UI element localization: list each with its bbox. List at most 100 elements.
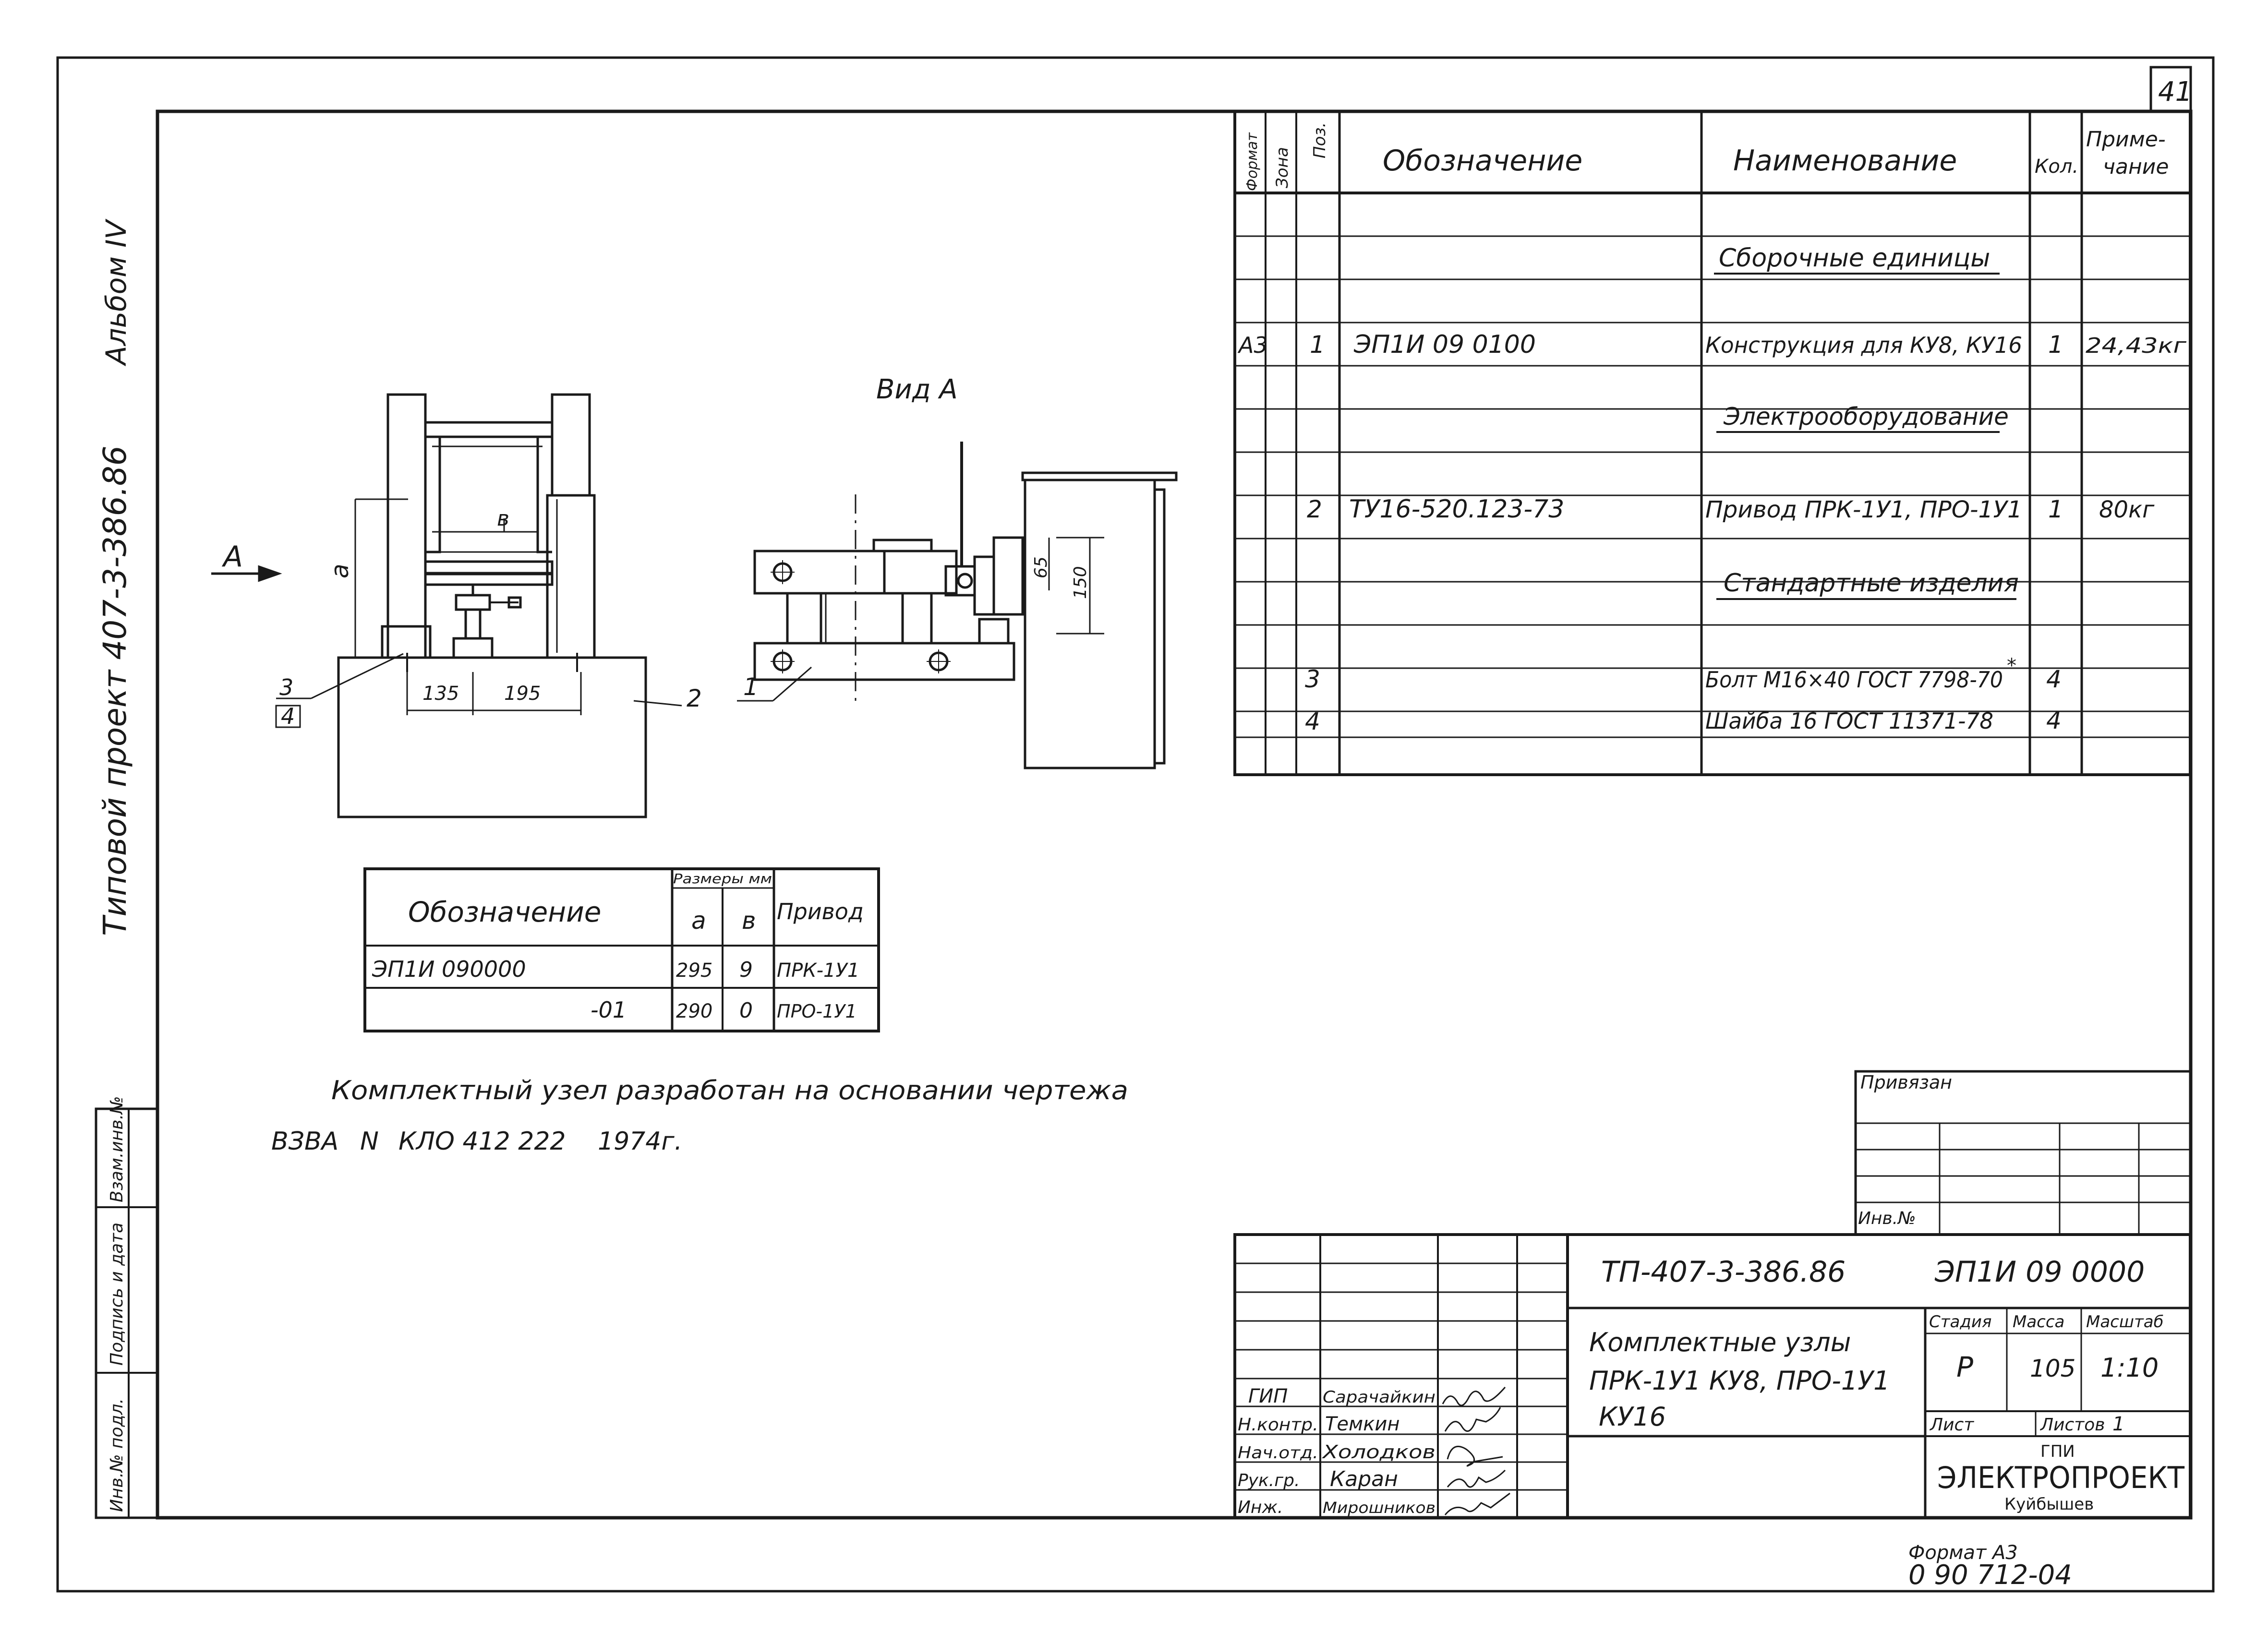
- spec-section-electrical: Электрооборудование: [1723, 403, 2009, 431]
- doc-title-line-3: КУ16: [1599, 1402, 1666, 1432]
- spec-header-designation: Обозначение: [1383, 144, 1582, 178]
- name-rukgr: Каран: [1330, 1467, 1398, 1491]
- spec-header-note-1: Приме-: [2086, 127, 2166, 152]
- spec-row1-qty: 1: [2048, 331, 2063, 359]
- org-city: Куйбышев: [2004, 1495, 2094, 1514]
- callout-1: 1: [743, 673, 759, 701]
- spec-row1-format: А3: [1237, 332, 1268, 358]
- var-header-b: в: [742, 907, 756, 935]
- doc-code: ТП-407-3-386.86: [1601, 1255, 1846, 1289]
- margin-stamp-box: Взам.инв.№ Подпись и дата Инв.№ подл.: [95, 1096, 159, 1519]
- doc-title-line-2: ПРК-1У1 КУ8, ПРО-1У1: [1589, 1366, 1890, 1396]
- var-header-a: а: [691, 907, 706, 935]
- spec-row3-qty: 4: [2046, 665, 2062, 693]
- stage-value: Р: [1956, 1351, 1973, 1383]
- var-row1-drive: ПРК-1У1: [777, 960, 859, 982]
- specification-table: [1233, 110, 2192, 776]
- spec-header-pos: Поз.: [1310, 122, 1329, 158]
- name-nachotd: Холодков: [1322, 1441, 1436, 1463]
- org-gpi: ГПИ: [2040, 1442, 2075, 1461]
- var-header-designation: Обозначение: [408, 896, 601, 928]
- spec-header-zone: Зона: [1273, 147, 1292, 188]
- note-line-1: Комплектный узел разработан на основании…: [331, 1075, 1128, 1105]
- outer-border: [56, 56, 2215, 1593]
- var-row1-a: 295: [676, 960, 712, 982]
- tied-label: Привязан: [1860, 1072, 1952, 1093]
- doc-number: ЭП1И 09 0000: [1934, 1255, 2145, 1289]
- spec-row3-pos: 3: [1305, 665, 1320, 693]
- margin-album-label: Альбом IV: [100, 218, 133, 367]
- scale-value: 1:10: [2100, 1353, 2159, 1383]
- role-rukgr: Рук.гр.: [1238, 1471, 1300, 1490]
- var-row2-designation: -01: [591, 997, 627, 1023]
- dim-150-label: 150: [1071, 566, 1090, 599]
- spec-row2-pos: 2: [1307, 495, 1322, 523]
- spec-row2-name: Привод ПРК-1У1, ПРО-1У1: [1705, 496, 2022, 523]
- sheets-value: 1: [2112, 1413, 2124, 1435]
- var-header-drive: Привод: [777, 899, 864, 924]
- spec-section-standard: Стандартные изделия: [1724, 569, 2019, 598]
- spec-header-note-2: чание: [2103, 155, 2169, 179]
- spec-header-name: Наименование: [1733, 144, 1957, 178]
- name-gip: Сарачайкин: [1323, 1388, 1436, 1407]
- role-nachotd: Нач.отд.: [1238, 1443, 1318, 1463]
- spec-row4-qty: 4: [2046, 707, 2062, 734]
- name-nkontr: Темкин: [1325, 1413, 1400, 1435]
- tied-inv-label: Инв.№: [1858, 1209, 1916, 1228]
- spec-row1-designation: ЭП1И 09 0100: [1353, 330, 1536, 359]
- title-block: [1233, 1233, 2192, 1519]
- spec-row3-mark: *: [2007, 655, 2016, 677]
- signatures: [1442, 1387, 1510, 1515]
- var-row2-a: 290: [676, 1000, 712, 1022]
- name-inzh: Мирошников: [1323, 1499, 1436, 1517]
- var-row1-designation: ЭП1И 090000: [372, 956, 526, 982]
- footer-code: 0 90 712-04: [1908, 1560, 2072, 1591]
- dim-195-label: 195: [504, 683, 541, 705]
- footer-format: Формат А3: [1908, 1542, 2018, 1564]
- view-a: [737, 442, 1178, 769]
- margin-project-title: Типовой проект 407-3-386.86: [97, 445, 133, 936]
- var-row2-drive: ПРО-1У1: [777, 1001, 857, 1022]
- spec-row3-name: Болт М16×40 ГОСТ 7798-70: [1705, 667, 2003, 693]
- dim-65-label: 65: [1031, 556, 1051, 578]
- role-nkontr: Н.контр.: [1238, 1415, 1318, 1435]
- role-inzh: Инж.: [1238, 1498, 1283, 1517]
- sheets-header: Листов: [2039, 1415, 2105, 1435]
- note-line-2d: 1974г.: [598, 1127, 682, 1156]
- spec-header-format: Формат: [1244, 132, 1261, 191]
- mass-header: Масса: [2013, 1312, 2064, 1332]
- var-row1-b: 9: [739, 958, 753, 982]
- callout-3: 3: [279, 674, 293, 700]
- spec-row2-qty: 1: [2048, 495, 2063, 523]
- dim-b-label: в: [497, 506, 509, 531]
- spec-row2-designation: ТУ16-520.123-73: [1349, 495, 1564, 524]
- stage-header: Стадия: [1929, 1312, 1991, 1332]
- spec-row1-pos: 1: [1310, 331, 1325, 359]
- note-line-2b: N: [360, 1127, 379, 1156]
- dim-135-label: 135: [422, 683, 459, 705]
- callout-4: 4: [281, 703, 295, 729]
- callout-2: 2: [687, 684, 702, 712]
- var-row2-b: 0: [739, 998, 753, 1023]
- margin-inv-podl: Инв.№ подл.: [107, 1398, 127, 1512]
- front-view: [211, 393, 682, 818]
- sheet-header: Лист: [1929, 1415, 1974, 1435]
- note-line-2c: КЛО 412 222: [398, 1127, 566, 1156]
- margin-vzam-inv: Взам.инв.№: [107, 1096, 127, 1202]
- arrow-a-label: А: [221, 540, 243, 574]
- mass-value: 105: [2030, 1355, 2075, 1382]
- scale-header: Масштаб: [2086, 1312, 2164, 1332]
- view-a-title: Вид А: [876, 374, 958, 405]
- spec-header-qty: Кол.: [2035, 156, 2078, 178]
- spec-row4-pos: 4: [1305, 708, 1320, 735]
- variant-table: [363, 867, 880, 1032]
- dim-a-label: а: [326, 564, 354, 578]
- spec-row4-name: Шайба 16 ГОСТ 11371-78: [1705, 708, 1993, 734]
- doc-title-line-1: Комплектные узлы: [1589, 1327, 1851, 1357]
- spec-row2-note: 80кг: [2099, 496, 2155, 523]
- sheet-number: 41: [2158, 76, 2192, 108]
- var-header-dims: Размеры мм: [673, 871, 772, 887]
- inner-frame: [156, 109, 2193, 1520]
- spec-row1-note: 24,43кг: [2086, 334, 2187, 358]
- margin-sign-date: Подпись и дата: [107, 1223, 127, 1366]
